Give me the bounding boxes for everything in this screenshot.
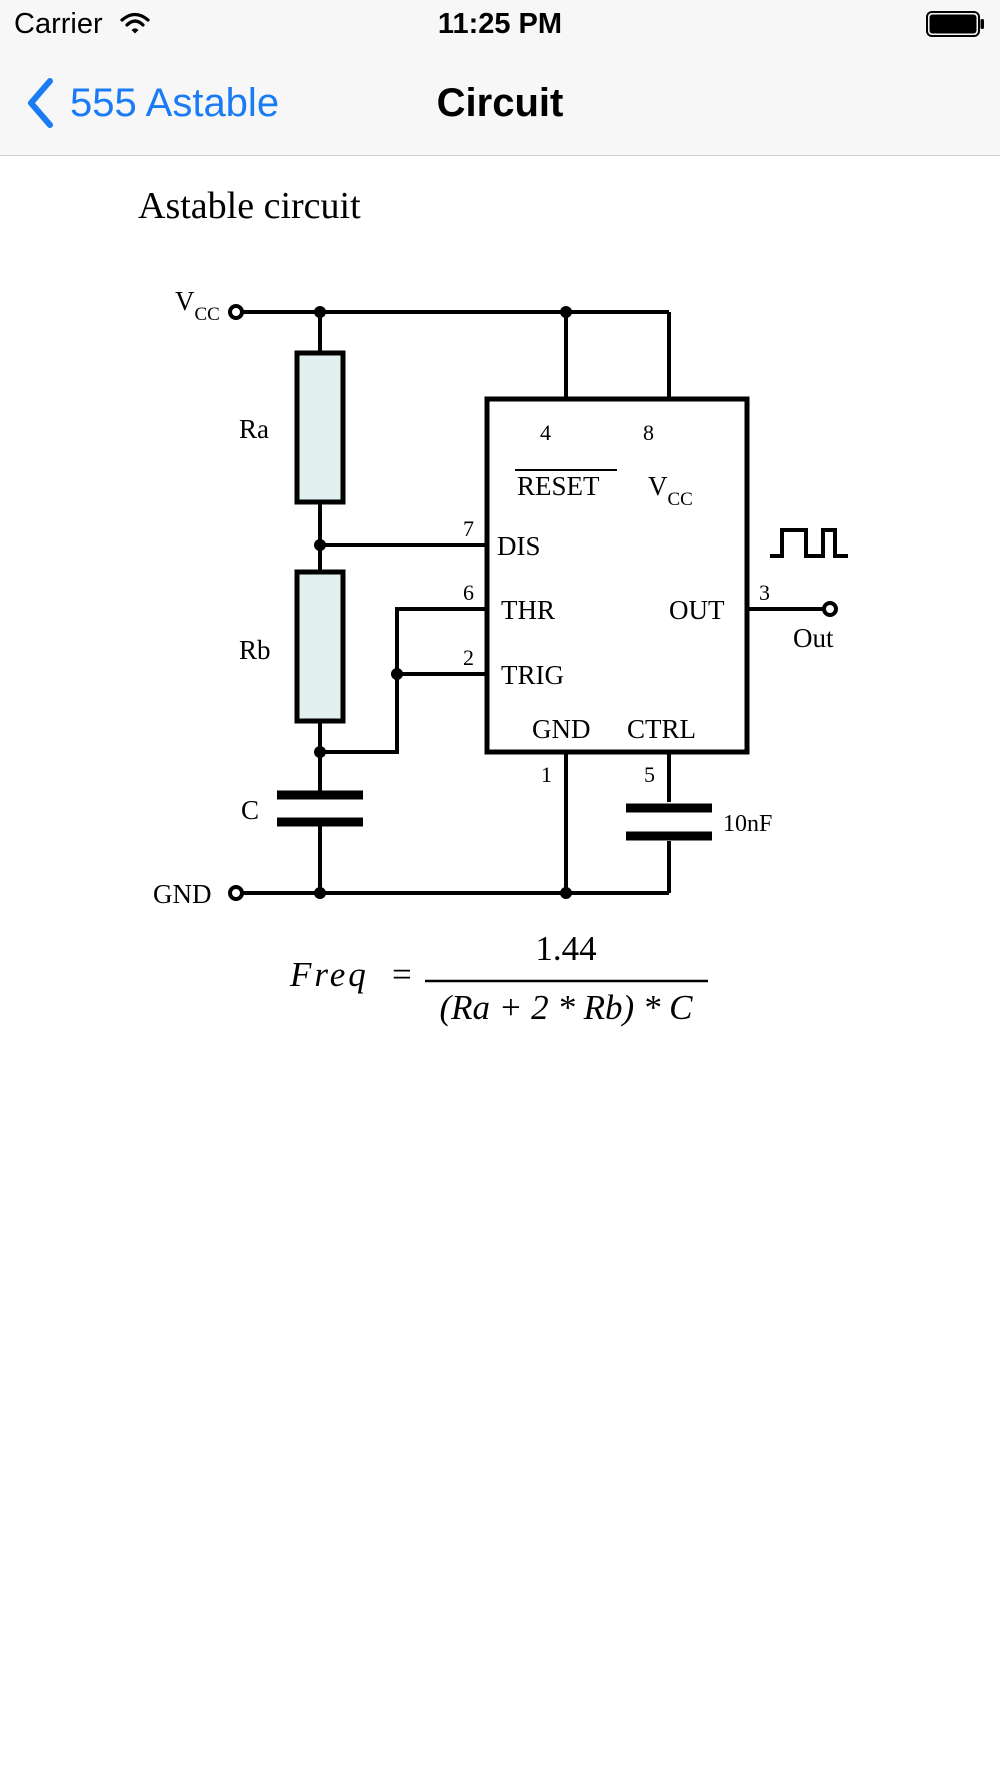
status-bar: Carrier 11:25 PM — [0, 0, 1000, 48]
ic-555-body — [484, 396, 750, 755]
resistor-ra — [294, 350, 346, 505]
gnd-terminal — [228, 885, 244, 901]
diagram-heading: Astable circuit — [138, 185, 361, 227]
terminals — [228, 304, 838, 901]
gnd-label: GND — [153, 879, 212, 909]
out-label: Out — [793, 623, 834, 653]
pin-number-8: 8 — [643, 420, 654, 445]
cap-value-label: 10nF — [723, 811, 772, 837]
vcc-label: VCC — [175, 286, 220, 325]
pin-number-5: 5 — [644, 762, 655, 787]
back-button-label: 555 Astable — [70, 80, 280, 125]
pin-number-4: 4 — [540, 420, 551, 445]
carrier-label: Carrier — [14, 8, 103, 40]
pin-name-ctrl: CTRL — [627, 714, 696, 744]
pin-name-trig: TRIG — [501, 660, 564, 690]
wifi-icon — [120, 12, 150, 34]
ra-label: Ra — [239, 414, 269, 444]
junction-dots — [314, 306, 572, 899]
navigation-bar: 555 Astable Circuit — [0, 48, 1000, 156]
back-button[interactable]: 555 Astable — [26, 78, 279, 128]
pin-name-thr: THR — [501, 595, 555, 625]
formula-lhs: Freq — [289, 955, 369, 994]
vcc-terminal — [228, 304, 244, 320]
pin-number-7: 7 — [463, 516, 474, 541]
c-label: C — [241, 795, 259, 825]
pin-name-gnd: GND — [532, 714, 591, 744]
pin-number-3: 3 — [759, 580, 770, 605]
rb-label: Rb — [239, 635, 271, 665]
out-terminal — [822, 601, 838, 617]
pin-number-6: 6 — [463, 580, 474, 605]
pin-number-1: 1 — [541, 762, 552, 787]
wires — [241, 310, 848, 895]
formula-equals: = — [392, 955, 412, 994]
formula-denominator: (Ra + 2 * Rb) * C — [439, 988, 693, 1027]
circuit-diagram: VCC GND Ra Rb C 10nF Out RESET VCC DIS T… — [153, 286, 848, 1027]
capacitor-c — [277, 790, 363, 827]
battery-icon — [926, 11, 984, 37]
page-title: Circuit — [436, 81, 564, 125]
pin-number-2: 2 — [463, 645, 474, 670]
resistor-rb — [294, 569, 346, 724]
pin-name-out: OUT — [669, 595, 725, 625]
pin-name-reset: RESET — [517, 471, 600, 501]
status-time: 11:25 PM — [437, 8, 563, 40]
pin-name-dis: DIS — [497, 531, 541, 561]
content-area: Astable circuit — [0, 156, 1000, 1778]
formula-numerator: 1.44 — [535, 929, 596, 968]
pin-name-vcc: VCC — [648, 471, 693, 510]
chevron-left-icon — [28, 78, 53, 128]
capacitor-10nf — [626, 803, 712, 841]
frequency-formula: Freq = 1.44 (Ra + 2 * Rb) * C — [289, 929, 708, 1027]
